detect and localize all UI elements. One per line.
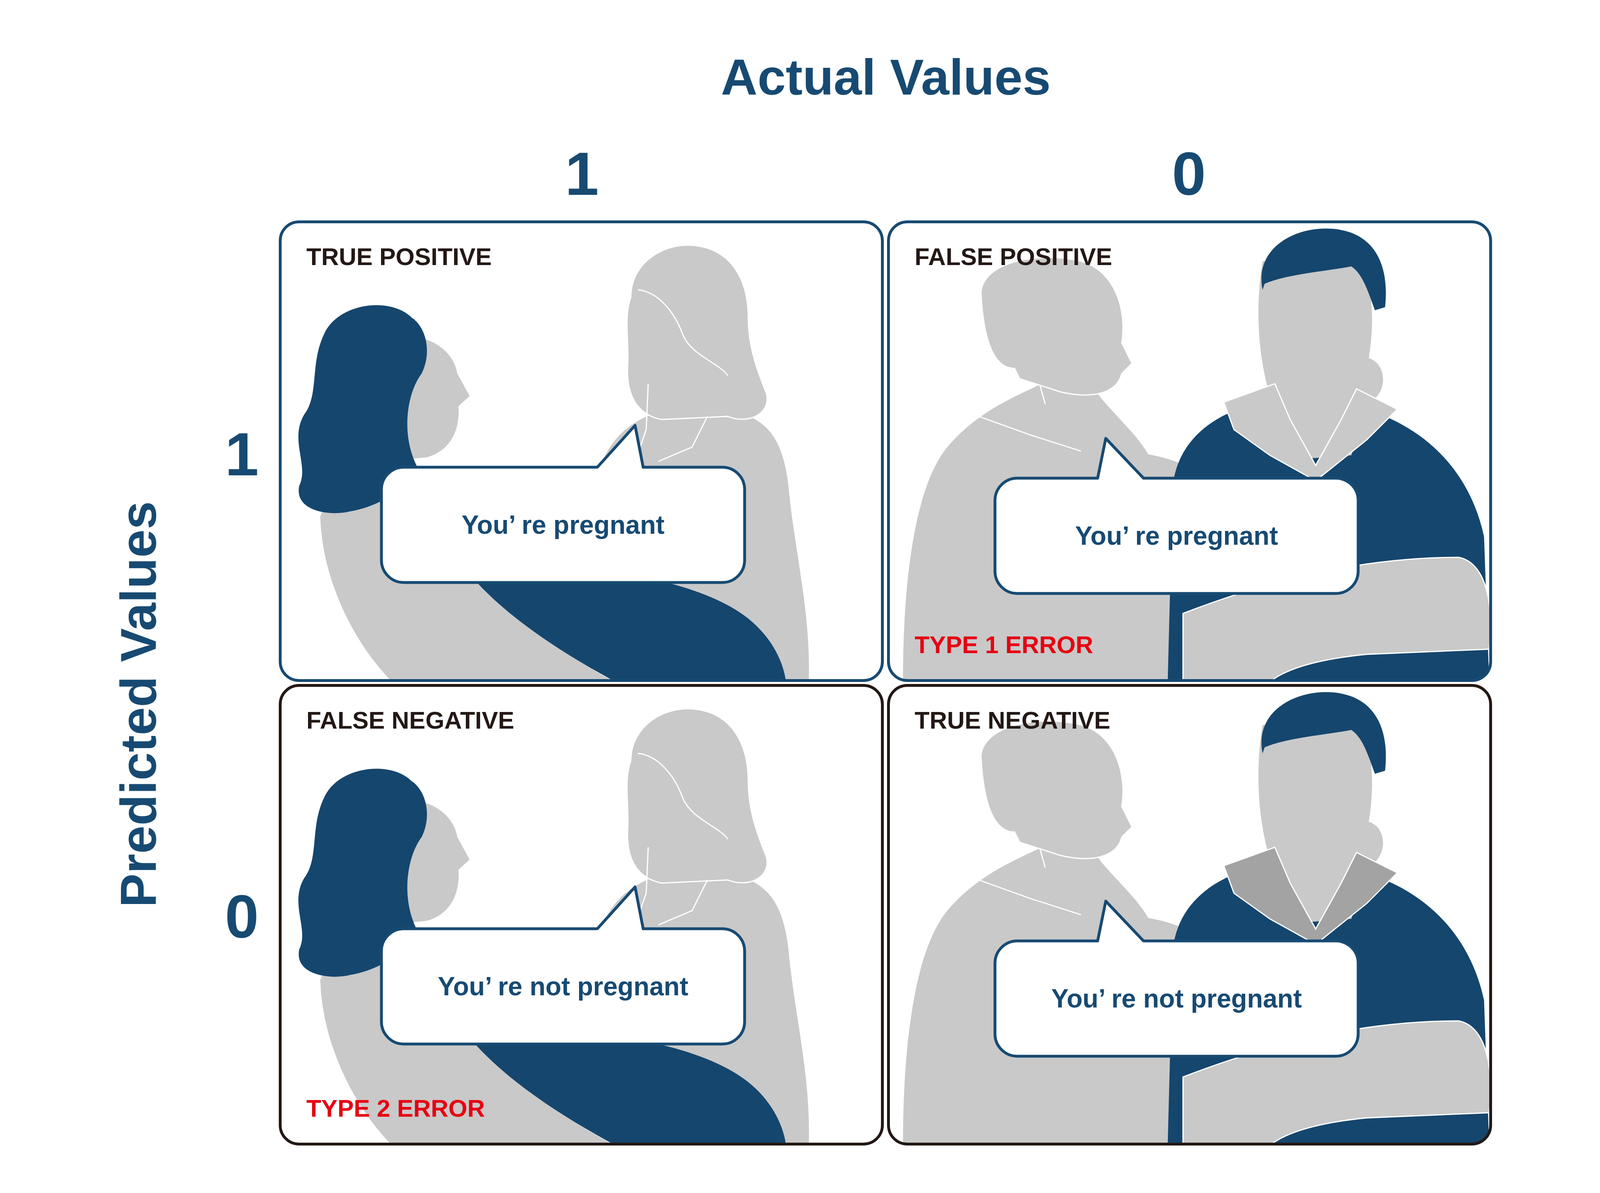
young-man-collar [1223,846,1398,944]
speech-text: You’ re pregnant [1074,521,1278,550]
false-positive-cell: FALSE POSITIVE TYPE 1 ERROR You’ re pregna… [887,220,1493,682]
speech-bubble: You’ re pregnant [379,465,747,584]
column-value: 1 [564,143,599,205]
scene-use [902,691,1491,1146]
young-man-collar [1223,383,1398,481]
speech-text: You’ re pregnant [461,510,665,539]
speech-bubble-shape [381,425,745,583]
speech-bubble-shape [381,886,745,1044]
true-positive-cell: TRUE POSITIVE You’ re pregnant [278,220,884,682]
row-value: 1 [224,423,259,485]
speech-bubble: You’ re pregnant [993,476,1360,595]
scene-true-positive [298,245,810,682]
speech-bubble-outline [993,436,1360,595]
speech-bubble: You’ re not pregnant [993,938,1360,1058]
scene-use [298,708,810,1146]
speech-text: You’ re not pregnant [437,971,689,1001]
cell-heading: FALSE POSITIVE [914,243,1113,271]
speech-bubble-shape [994,900,1359,1056]
false-negative-cell: FALSE NEGATIVE TYPE 2 ERROR You’ re not pr… [278,683,884,1146]
true-negative-cell: TRUE NEGATIVE You’ re not pregnant [887,683,1493,1146]
speech-bubble-outline [379,885,747,1046]
cell-heading: FALSE NEGATIVE [306,706,515,734]
speech-bubble-shape [994,438,1359,594]
speech-text: You’ re not pregnant [1051,984,1303,1013]
speech-bubble-outline [993,899,1360,1058]
axis-title: Actual Values [721,51,1051,103]
error-type: TYPE 2 ERROR [306,1094,485,1122]
speech-bubble-outline [379,423,747,584]
error-type: TYPE 1 ERROR [914,631,1094,659]
speech-bubble: You’ re not pregnant [379,926,747,1046]
scene-false-positive [902,228,1491,682]
cell-heading: TRUE POSITIVE [306,243,492,271]
scene-use [902,228,1491,682]
scene-use [298,245,810,682]
column-value: 0 [1171,143,1206,205]
scene-false-negative [298,708,810,1146]
cell-heading: TRUE NEGATIVE [914,706,1111,734]
axis-title: Predicted Values [112,501,164,908]
scene-true-negative [902,691,1491,1146]
row-value: 0 [224,885,259,947]
